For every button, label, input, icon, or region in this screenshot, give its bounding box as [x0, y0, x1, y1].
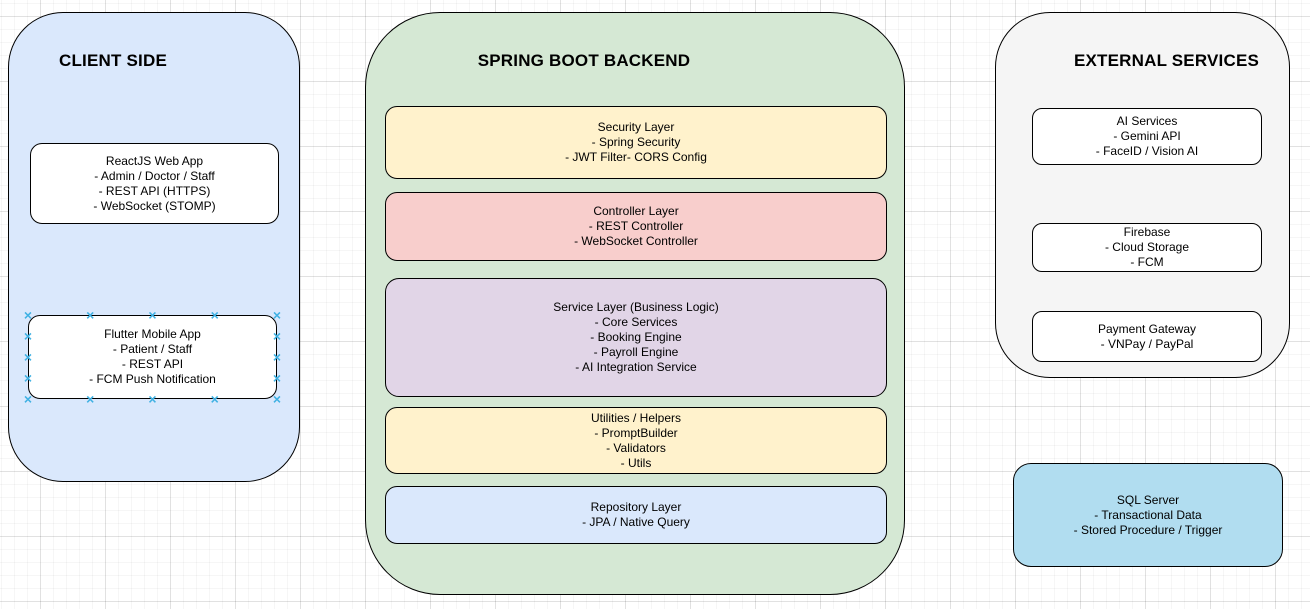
selection-handles: × × × × × × × × × × × × × × × ×	[24, 308, 281, 406]
node-label: - Cloud Storage	[1104, 240, 1190, 254]
node-label: - Utils	[620, 455, 652, 470]
node-label: - Stored Procedure / Trigger	[1073, 522, 1223, 537]
node-label: - FaceID / Vision AI	[1095, 144, 1199, 158]
node-label: - REST Controller	[588, 219, 684, 233]
group-spring-boot-backend[interactable]: SPRING BOOT BACKEND Security Layer - Spr…	[365, 12, 905, 595]
node-label: Controller Layer	[593, 204, 679, 218]
node-label: - PromptBuilder	[594, 425, 678, 440]
node-label: - AI Integration Service	[575, 360, 697, 374]
node-label: - Transactional Data	[1094, 507, 1202, 522]
node-label: - VNPay / PayPal	[1100, 336, 1194, 351]
connection-point-icon[interactable]: ×	[148, 307, 157, 323]
node-label: - Booking Engine	[590, 330, 682, 344]
node-label: - JPA / Native Query	[582, 515, 690, 529]
node-label: - REST API	[121, 357, 184, 371]
connection-point-icon[interactable]: ×	[148, 391, 157, 407]
group-client-side[interactable]: CLIENT SIDE ReactJS Web App - Admin / Do…	[8, 12, 300, 482]
node-label: - WebSocket Controller	[574, 234, 698, 248]
node-label: - Payroll Engine	[593, 345, 679, 359]
connection-point-icon[interactable]: ×	[272, 328, 282, 344]
group-spring-boot-backend-title: SPRING BOOT BACKEND	[477, 51, 691, 70]
node-label: Service Layer (Business Logic)	[553, 300, 719, 314]
connection-point-icon[interactable]: ×	[272, 391, 282, 407]
connection-point-icon[interactable]: ×	[23, 370, 33, 386]
connection-point-icon[interactable]: ×	[23, 328, 33, 344]
node-label: ReactJS Web App	[105, 153, 204, 168]
connection-point-icon[interactable]: ×	[86, 391, 95, 407]
node-label: Firebase	[1123, 225, 1171, 239]
node-label: - WebSocket (STOMP)	[93, 198, 216, 213]
node-repository-layer[interactable]: Repository Layer - JPA / Native Query	[385, 486, 887, 544]
node-security-layer[interactable]: Security Layer - Spring Security - JWT F…	[385, 106, 887, 179]
node-label: - Gemini API	[1113, 129, 1181, 143]
connection-point-icon[interactable]: ×	[272, 307, 282, 323]
node-sql-server[interactable]: SQL Server - Transactional Data - Stored…	[1013, 463, 1283, 567]
node-label: SQL Server	[1116, 492, 1180, 507]
node-label: Utilities / Helpers	[590, 410, 682, 425]
node-label: - JWT Filter- CORS Config	[565, 150, 707, 164]
node-utilities-helpers[interactable]: Utilities / Helpers - PromptBuilder - Va…	[385, 407, 887, 474]
node-label: - FCM Push Notification	[89, 372, 216, 386]
connection-point-icon[interactable]: ×	[86, 307, 95, 323]
node-label: - Core Services	[594, 315, 678, 329]
connection-point-icon[interactable]: ×	[272, 349, 282, 365]
node-flutter-mobile-app[interactable]: Flutter Mobile App - Patient / Staff - R…	[24, 308, 281, 406]
node-label: Flutter Mobile App	[104, 327, 201, 341]
node-service-layer[interactable]: Service Layer (Business Logic) - Core Se…	[385, 278, 887, 397]
node-ai-services[interactable]: AI Services - Gemini API - FaceID / Visi…	[1032, 108, 1262, 165]
node-reactjs-web-app[interactable]: ReactJS Web App - Admin / Doctor / Staff…	[30, 143, 279, 224]
node-controller-layer[interactable]: Controller Layer - REST Controller - Web…	[385, 192, 887, 261]
node-label: - Spring Security	[591, 135, 681, 149]
node-label: - Patient / Staff	[112, 342, 193, 356]
node-label: Payment Gateway	[1097, 321, 1197, 336]
group-external-services-title: EXTERNAL SERVICES	[1073, 51, 1260, 70]
connection-point-icon[interactable]: ×	[23, 391, 33, 407]
connection-point-icon[interactable]: ×	[210, 307, 219, 323]
node-payment-gateway[interactable]: Payment Gateway - VNPay / PayPal	[1032, 311, 1262, 362]
node-label: Security Layer	[597, 120, 675, 134]
connection-point-icon[interactable]: ×	[23, 307, 33, 323]
node-label: Repository Layer	[590, 500, 682, 514]
group-client-side-title: CLIENT SIDE	[59, 51, 167, 70]
connection-point-icon[interactable]: ×	[23, 349, 33, 365]
connection-point-icon[interactable]: ×	[272, 370, 282, 386]
group-external-services[interactable]: EXTERNAL SERVICES AI Services - Gemini A…	[995, 12, 1290, 378]
node-firebase[interactable]: Firebase - Cloud Storage - FCM	[1032, 223, 1262, 272]
node-label: - Validators	[606, 440, 666, 455]
node-label: - FCM	[1130, 255, 1164, 269]
connection-point-icon[interactable]: ×	[210, 391, 219, 407]
node-label: - Admin / Doctor / Staff	[94, 168, 215, 183]
node-label: - REST API (HTTPS)	[98, 183, 211, 198]
node-label: AI Services	[1116, 114, 1178, 128]
